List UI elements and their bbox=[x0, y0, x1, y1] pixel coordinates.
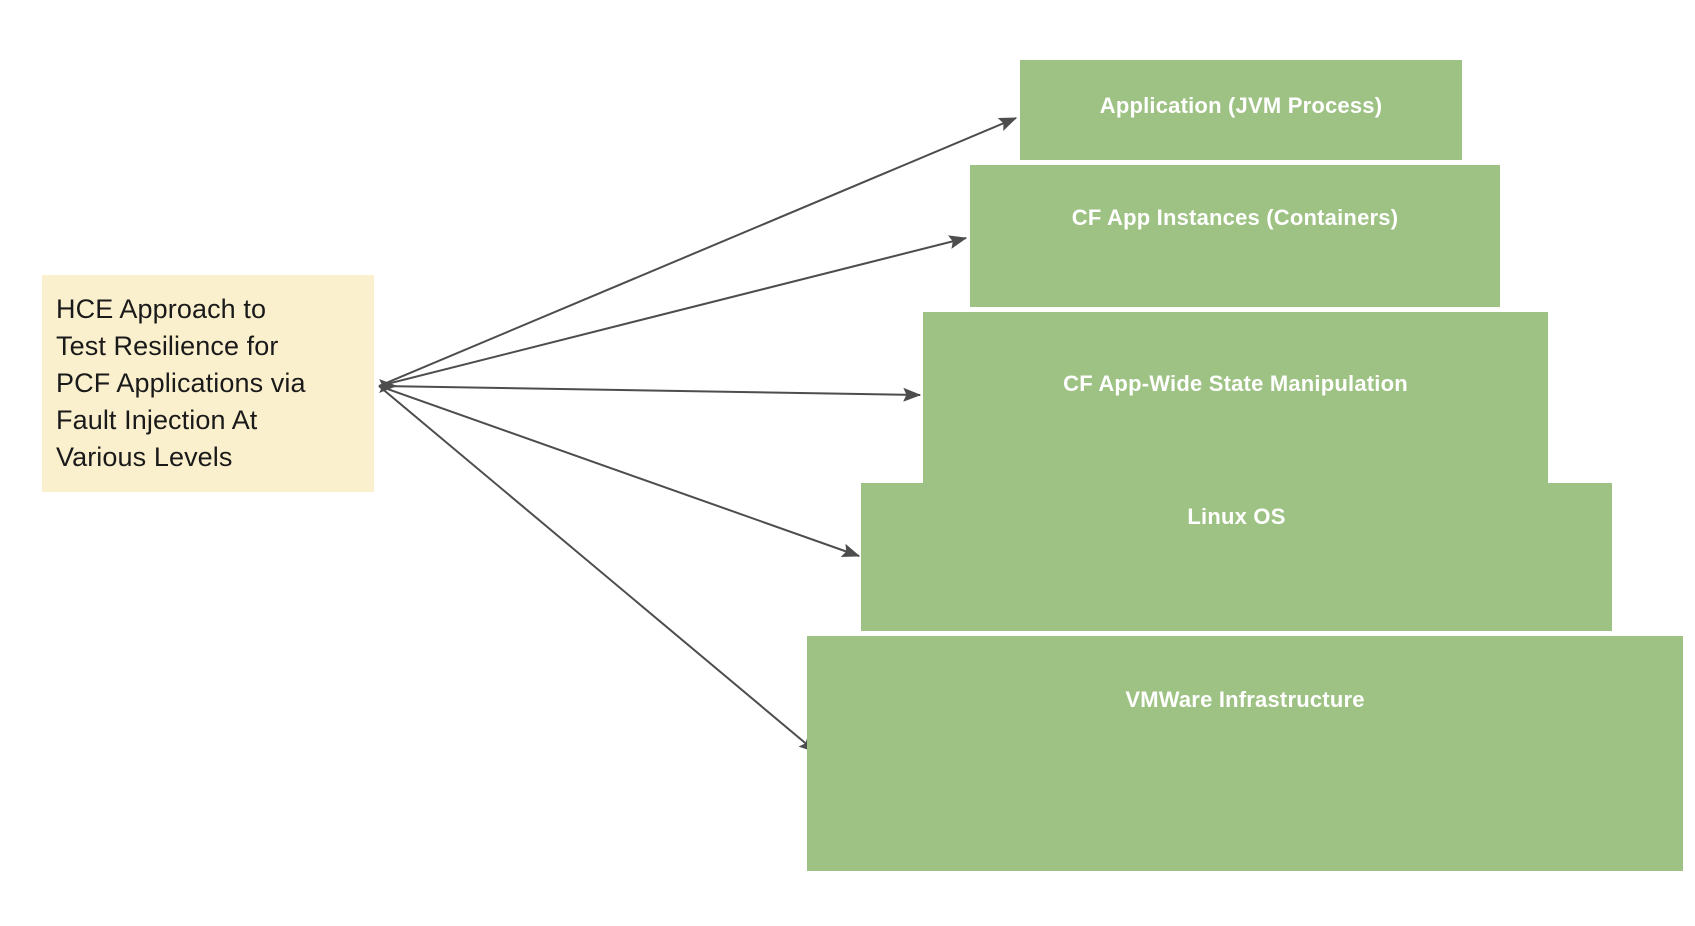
layer-node-label: CF App-Wide State Manipulation bbox=[1063, 370, 1408, 396]
layer-node-label: CF App Instances (Containers) bbox=[1071, 205, 1399, 230]
layer-node-label: Application (JVM Process) bbox=[1099, 93, 1383, 118]
connector-to-linux-os bbox=[378, 385, 861, 557]
layer-node-application[interactable]: Application (JVM Process) bbox=[1020, 60, 1462, 160]
source-node[interactable]: HCE Approach to Test Resilience for PCF … bbox=[42, 275, 374, 492]
connector-to-application bbox=[378, 117, 1018, 387]
layer-node-label: VMWare Infrastructure bbox=[1125, 686, 1365, 712]
layer-node-vmware-infrastructure[interactable]: VMWare Infrastructure bbox=[807, 636, 1683, 871]
layer-node-linux-os[interactable]: Linux OS bbox=[861, 483, 1612, 631]
connector-to-vmware-infrastructure bbox=[378, 385, 817, 753]
connector-to-cf-app-wide-state bbox=[378, 385, 922, 402]
connector-to-cf-app-instances bbox=[378, 235, 968, 387]
layer-node-label: Linux OS bbox=[1187, 504, 1286, 529]
layer-node-cf-app-instances[interactable]: CF App Instances (Containers) bbox=[970, 165, 1500, 307]
layer-node-cf-app-wide-state[interactable]: CF App-Wide State Manipulation bbox=[923, 312, 1548, 483]
source-node-label: HCE Approach to Test Resilience for PCF … bbox=[56, 294, 306, 472]
